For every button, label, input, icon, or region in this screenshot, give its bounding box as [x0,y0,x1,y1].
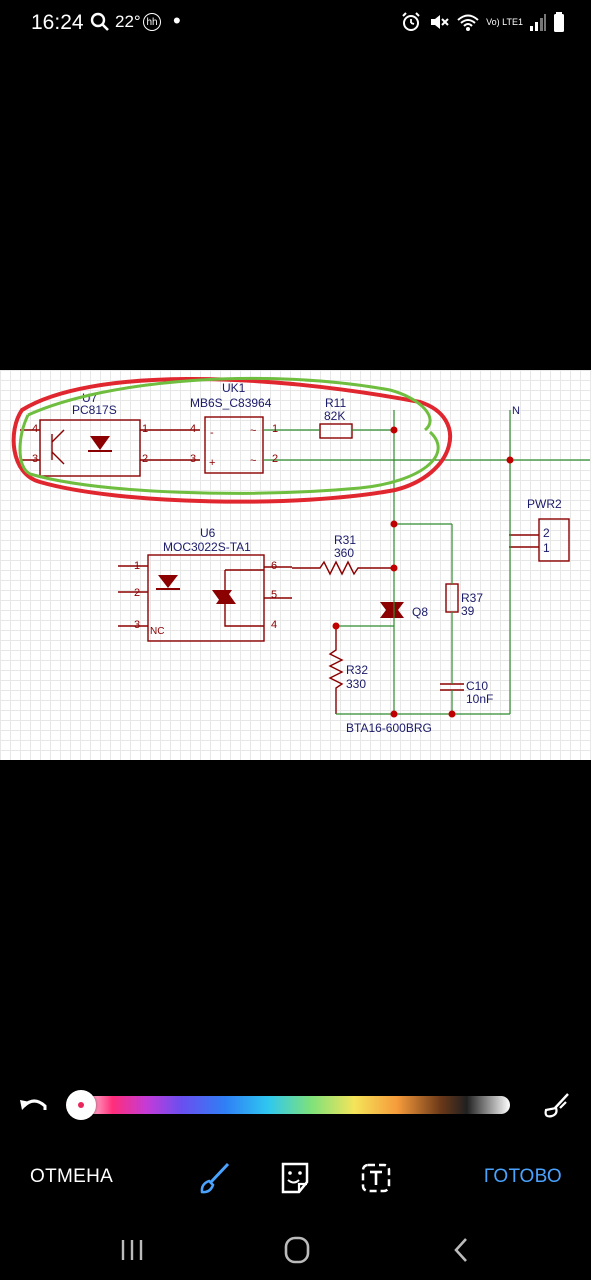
temperature: 22° [115,12,141,31]
u7-part: PC817S [72,403,117,417]
r31-ref: R31 [334,533,356,547]
uk1-pin-2: 2 [272,453,278,465]
status-bar: 16:24 22° hh • Vo) LTE1 [0,0,591,48]
u6-pin-6: 6 [271,560,277,572]
u6-pin-1: 1 [134,560,140,572]
mute-icon [431,15,449,29]
schematic-drawing: U7 PC817S UK1 MB6S_C83964 R11 82K N PWR2… [11,376,590,735]
u6-pin-3: 3 [134,619,140,631]
schematic-image: U7 PC817S UK1 MB6S_C83964 R11 82K N PWR2… [0,370,591,760]
u7-pin-1: 1 [142,423,148,435]
r32-val: 330 [346,677,366,691]
sticker-tool-icon[interactable] [275,1158,315,1198]
u7-pin-3: 3 [32,453,38,465]
pwr2-pin2: 2 [543,526,550,540]
uk1-tilde-1: ~ [250,425,256,437]
r11-ref: R11 [325,396,346,410]
r31-val: 360 [334,546,354,560]
signal-icon [530,14,546,31]
u7-pin-2: 2 [142,453,148,465]
color-slider-handle[interactable] [66,1090,96,1120]
alarm-icon [402,12,420,31]
text-tool-icon[interactable] [356,1158,396,1198]
pwr2-ref: PWR2 [527,497,562,511]
u6-nc: NC [150,626,164,637]
c10-val: 10nF [466,692,493,706]
cancel-button[interactable]: ОТМЕНА [30,1166,114,1187]
eraser-icon[interactable] [538,1088,574,1122]
search-icon [90,12,109,31]
u6-ref: U6 [200,526,216,540]
u6-pin-2: 2 [134,587,140,599]
r32-ref: R32 [346,663,368,677]
uk1-plus: + [209,457,215,469]
notification-dot: • [173,8,181,33]
status-icons: Vo) LTE1 [400,10,565,34]
back-icon[interactable] [442,1234,482,1266]
uk1-part: MB6S_C83964 [190,396,272,410]
navigation-bar [0,1220,591,1280]
battery-icon [554,12,564,32]
brush-tool-icon[interactable] [195,1158,235,1198]
recent-apps-icon[interactable] [112,1234,152,1266]
color-row [0,1080,591,1130]
c10-ref: C10 [466,679,488,693]
network-type: Vo) LTE1 [486,16,523,27]
u6-pin-4: 4 [271,619,277,631]
wifi-icon [457,14,479,31]
hh-badge-icon: hh [143,13,161,31]
triac-part: BTA16-600BRG [346,721,432,735]
q8-ref: Q8 [412,605,428,619]
uk1-pin-1: 1 [272,423,278,435]
u6-pin-5: 5 [271,589,277,601]
uk1-pin-4: 4 [190,423,196,435]
uk1-minus: - [210,427,214,439]
uk1-ref: UK1 [222,381,246,395]
clock: 16:24 [31,11,84,34]
home-icon[interactable] [277,1234,317,1266]
undo-icon[interactable] [18,1092,50,1120]
bottom-toolbar: ОТМЕНА ГОТОВО [0,1150,591,1206]
n-label: N [512,405,520,417]
r37-ref: R37 [461,591,483,605]
u6-part: MOC3022S-TA1 [163,540,251,554]
uk1-pin-3: 3 [190,453,196,465]
done-button[interactable]: ГОТОВО [483,1166,562,1187]
uk1-tilde-2: ~ [250,455,256,467]
green-ink-annotation [18,376,440,495]
r37-val: 39 [461,604,475,618]
pwr2-pin1: 1 [543,541,550,555]
r11-val: 82K [324,409,345,423]
color-spectrum-slider[interactable] [78,1096,510,1114]
u7-pin-4: 4 [32,423,38,435]
